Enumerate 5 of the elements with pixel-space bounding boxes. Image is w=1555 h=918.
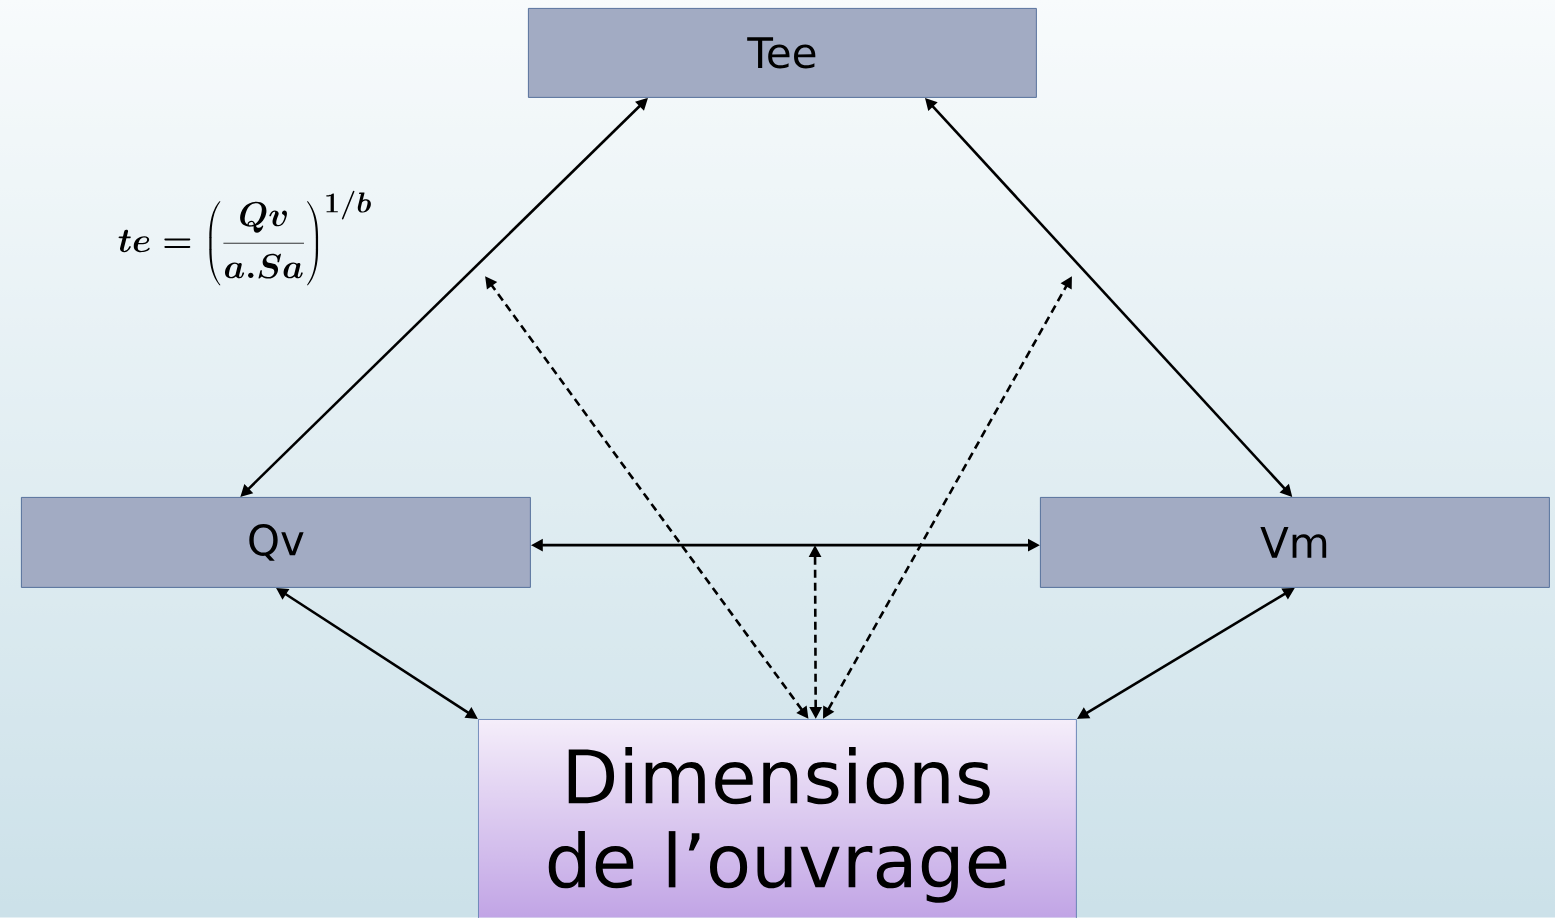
formula: $te = \left(\frac{Qv}{a.Sa}\right)^{1/b}$ <box>118 190 371 286</box>
process-box: Vm <box>1040 497 1550 588</box>
process-box: Qv <box>21 497 531 588</box>
process-box: Dimensions de l’ouvrage <box>478 719 1077 918</box>
process-box: Tee <box>528 8 1037 98</box>
